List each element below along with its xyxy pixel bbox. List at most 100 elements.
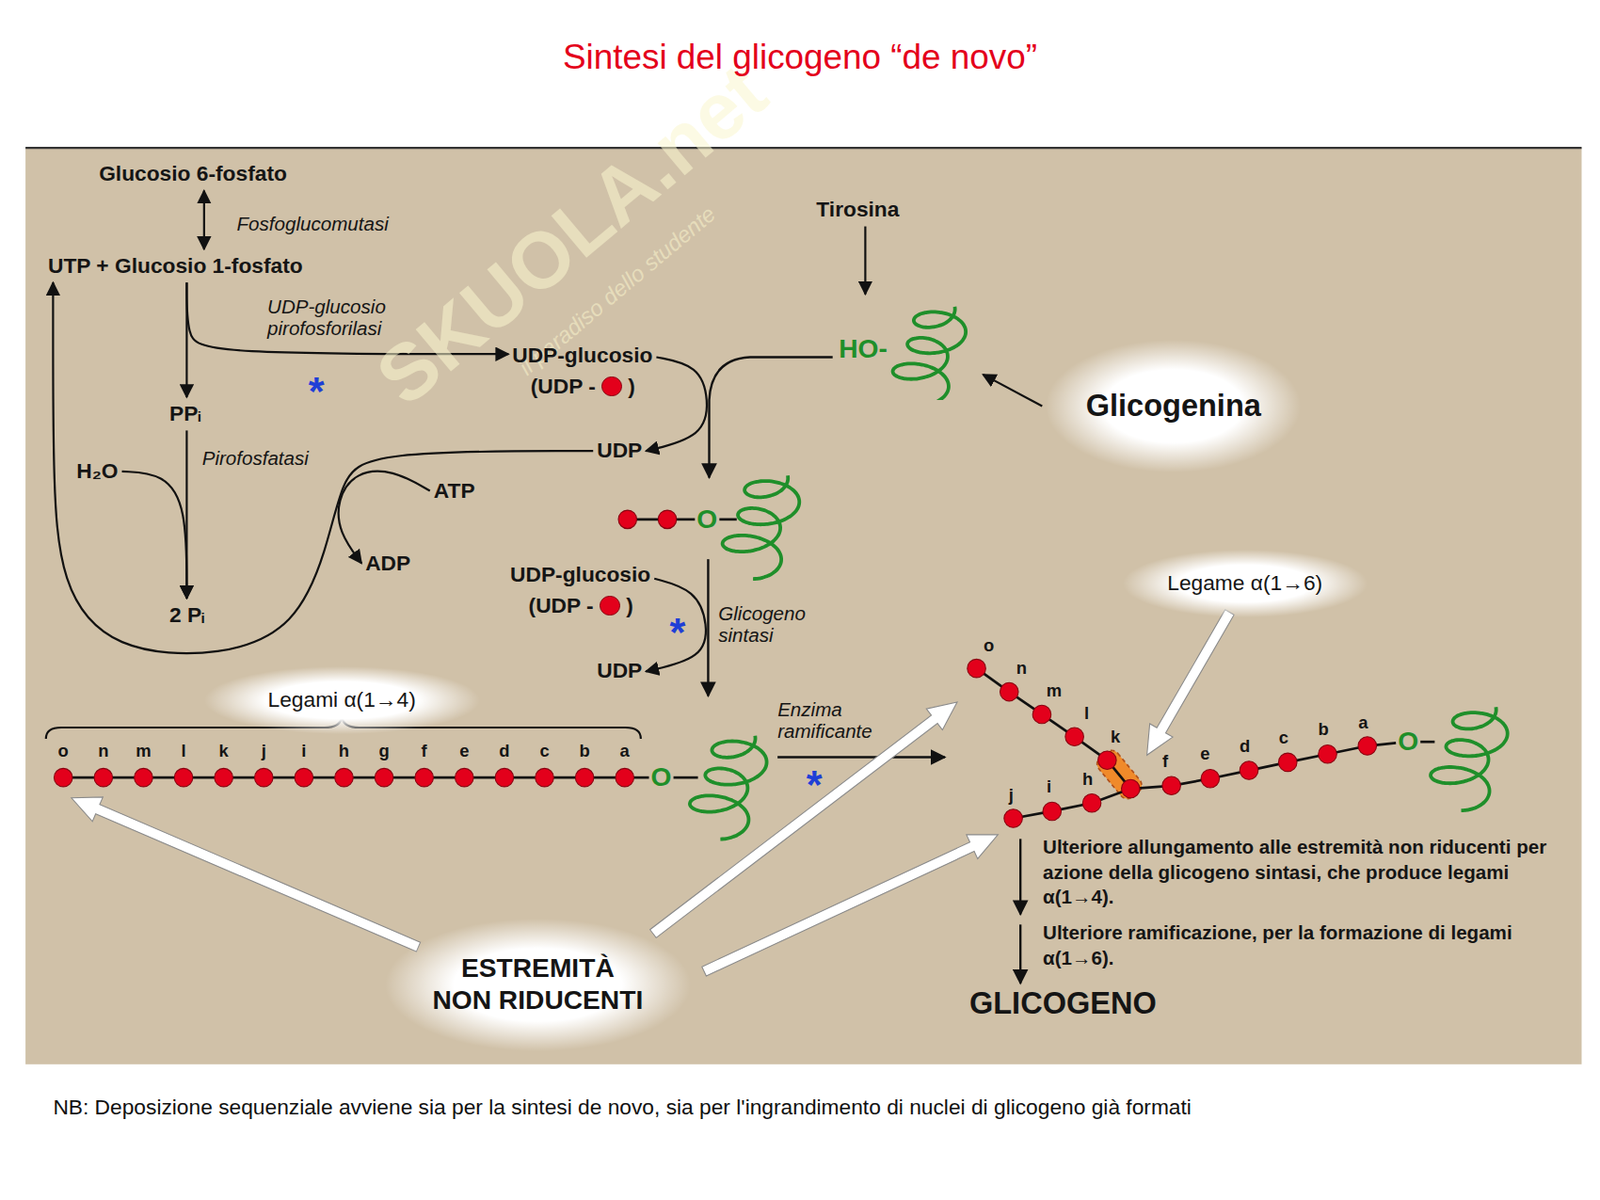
glycosidic-bond [719, 517, 736, 521]
process-arrow [1019, 838, 1022, 914]
residue-label: g [378, 740, 389, 762]
residue-label: k [219, 740, 229, 762]
node-text: PPᵢ [169, 400, 202, 426]
glucose-unit [1032, 704, 1052, 724]
residue-label: o [983, 635, 994, 656]
drawing-part: UDP [596, 657, 642, 684]
glucose-unit [53, 768, 73, 787]
glucose-unit [415, 768, 434, 787]
glucose-unit [94, 768, 113, 787]
regulation-mark: * [806, 764, 823, 805]
node-text: ESTREMITÀ NON RIDUCENTI [430, 952, 646, 1017]
glycogenin-protein [892, 305, 966, 400]
drawing-part: Tirosina [816, 196, 899, 223]
molecule-node: PPᵢ [169, 400, 202, 427]
molecule-node: UTP + Glucosio 1-fosfato [48, 253, 304, 279]
node-text: Legame α(1→6) [1167, 570, 1323, 596]
glucose-unit [495, 768, 514, 787]
glycosidic-bond [1420, 740, 1435, 744]
glucose-unit [174, 768, 193, 787]
molecule-node: Glucosio 6-fosfato [98, 160, 288, 187]
residue-label: i [1046, 776, 1052, 798]
regulation-mark: * [669, 612, 686, 654]
glucose-unit [1200, 768, 1220, 788]
residue-label: Glicogeno sintasi [718, 602, 820, 646]
node-text: ) [627, 370, 636, 402]
glycogenin-protein [689, 736, 768, 840]
residue-label: n [1016, 657, 1027, 679]
pointer-arrow [1147, 609, 1235, 756]
glucose-unit [1239, 761, 1259, 781]
residue-label: c [1279, 727, 1289, 749]
residue-label: n [97, 740, 109, 762]
title: Sintesi del glicogeno “de novo” [0, 36, 1600, 79]
glycogenin-protein [1430, 706, 1508, 811]
residue-label: d [498, 740, 510, 762]
node-text: UTP + Glucosio 1-fosfato [48, 253, 304, 278]
drawing-part: UDP-glucosio [512, 339, 653, 371]
glucose-unit [455, 768, 475, 787]
residue-label: h [338, 740, 350, 762]
drawing-part: UTP + Glucosio 1-fosfato [48, 253, 304, 279]
glucose-unit [374, 768, 394, 787]
molecule-node: ADP [365, 550, 411, 576]
reaction-arrow [185, 282, 188, 398]
reaction-arrow [122, 471, 188, 599]
reaction-arrow [203, 191, 206, 250]
note-text: Ulteriore ramificazione, per la formazio… [1042, 920, 1579, 972]
node-text: HO- [838, 333, 888, 366]
residue-label: m [135, 740, 151, 762]
glucose-unit [1004, 809, 1024, 829]
node-text: (UDP - [528, 590, 594, 622]
glucose-unit [1042, 801, 1062, 821]
reaction-arrow [982, 374, 1042, 407]
residue-label: a [1358, 712, 1368, 734]
node-text: (UDP - [530, 370, 596, 402]
glycogenin-protein [722, 475, 800, 579]
enzyme-label: UDP-glucosio pirofosforilasi [267, 295, 421, 339]
residue-label: b [1318, 719, 1329, 740]
residue-label: Enzima ramificante [777, 698, 900, 742]
glucose-unit [335, 768, 354, 787]
drawing-part: ATP [433, 478, 476, 504]
residue-label: O [1397, 725, 1419, 758]
glucose-unit [618, 510, 638, 529]
panel-ground [25, 147, 1582, 1065]
residue-label: o [58, 740, 69, 762]
molecule-node: UDP-glucosio(UDP -) [510, 559, 651, 622]
node-text: Tirosina [816, 196, 899, 222]
reaction-arrow [645, 578, 706, 672]
glucose-unit [1121, 779, 1141, 799]
residue-label: O [696, 503, 718, 536]
drawing-part [1020, 838, 1022, 983]
glucose-unit [599, 595, 621, 617]
residue-label: O [651, 761, 672, 794]
reaction-arrow [706, 559, 709, 696]
caption: NB: Deposizione sequenziale avviene sia … [52, 1094, 1192, 1120]
glucose-unit [1098, 751, 1118, 770]
reaction-arrow [338, 471, 431, 564]
glucose-unit [1278, 752, 1297, 772]
glucose-unit [575, 768, 594, 787]
molecule-node: UDP-glucosio(UDP -) [512, 339, 653, 402]
glucose-unit [134, 768, 154, 787]
drawing-part: (UDP -) [512, 370, 653, 402]
glucose-unit [294, 768, 314, 787]
drawing-part: (UDP -) [510, 590, 651, 622]
pointer-arrow [702, 834, 999, 976]
glucose-unit [1000, 682, 1020, 702]
glycosidic-bond [673, 776, 699, 780]
drawing-part: UDP-glucosio [510, 559, 651, 591]
residue-label: i [301, 740, 306, 762]
molecule-node: 2 Pᵢ [169, 602, 205, 628]
callout-bubble: Legami α(1→4) [204, 666, 480, 735]
residue-label: k [1110, 726, 1120, 748]
node-text: Glicogenina [1086, 387, 1262, 425]
drawing-part: ADP [365, 550, 411, 576]
glucose-unit [1162, 776, 1182, 796]
reaction-arrow [864, 226, 866, 295]
pointer-arrow [71, 797, 421, 952]
node-text: H₂O [76, 458, 118, 483]
callout-bubble: Glicogenina [1045, 339, 1301, 473]
drawing-part [53, 475, 1507, 839]
